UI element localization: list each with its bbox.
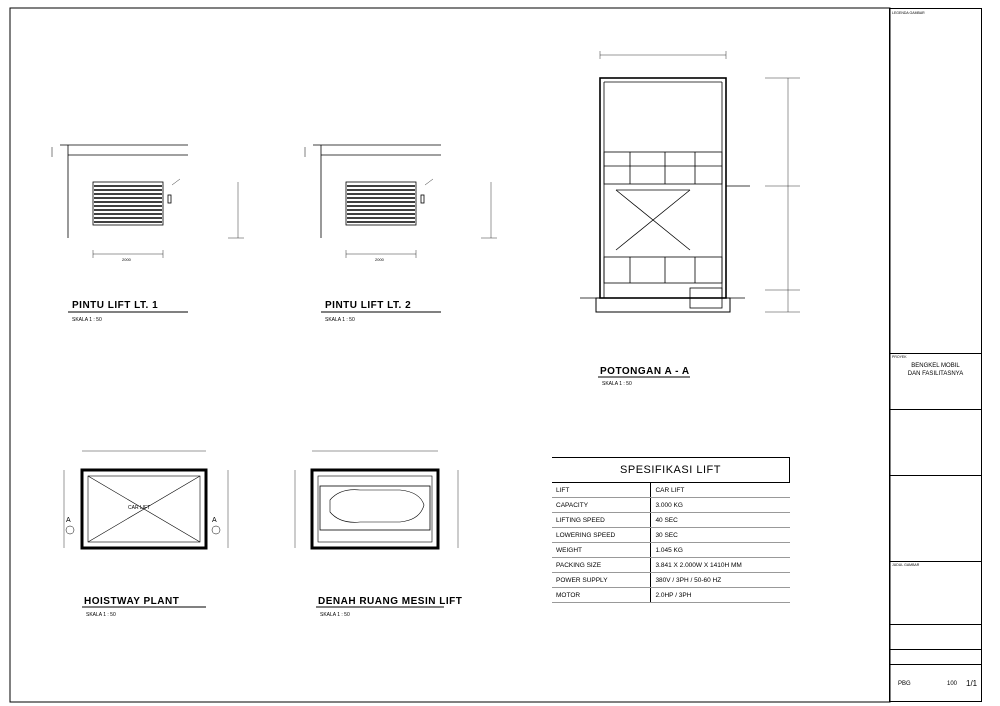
spec-label: MOTOR — [552, 587, 651, 603]
door1-scale: SKALA 1 : 50 — [72, 317, 102, 323]
hoistway-center-label: CAR LIFT — [128, 505, 151, 511]
spec-value: 380V / 3PH / 50-60 HZ — [650, 572, 790, 588]
door2-scale: SKALA 1 : 50 — [325, 317, 355, 323]
door2-title: PINTU LIFT LT. 2 — [325, 300, 412, 311]
spec-value: 1.045 KG — [650, 542, 790, 558]
section-drawing — [580, 51, 800, 313]
project-label: PROYEK — [892, 355, 907, 359]
project-name-2: DAN FASILITASNYA — [907, 371, 964, 377]
spec-value: 3.000 KG — [650, 497, 790, 513]
spec-label: WEIGHT — [552, 542, 651, 558]
project-name-1: BENGKEL MOBIL — [911, 363, 960, 369]
hoistway-scale: SKALA 1 : 50 — [86, 612, 116, 618]
dim-door2-width: 2000 — [375, 257, 384, 262]
spec-value: 2.0HP / 3PH — [650, 587, 790, 603]
legend-label: LEGENDA GAMBAR — [892, 11, 925, 15]
section-marker-left: A — [66, 517, 71, 524]
sheet-number: 100 — [947, 681, 958, 687]
hoistway-plan — [63, 450, 229, 550]
spec-value: CAR LIFT — [650, 482, 790, 498]
door-elevation-2 — [304, 144, 497, 258]
section-marker-right: A — [212, 517, 217, 524]
spec-value: 40 SEC — [650, 512, 790, 528]
sheet-label: JUDUL GAMBAR — [892, 563, 920, 567]
hoistway-title: HOISTWAY PLANT — [84, 596, 180, 607]
door1-title: PINTU LIFT LT. 1 — [72, 300, 159, 311]
section-scale: SKALA 1 : 50 — [602, 381, 632, 387]
machine-scale: SKALA 1 : 50 — [320, 612, 350, 618]
code-label: PBG — [898, 681, 911, 687]
machine-room-plan — [294, 450, 459, 550]
title-block: LEGENDA GAMBAR PROYEK BENGKEL MOBIL DAN … — [889, 8, 982, 702]
spec-value: 3.841 X 2.000W X 1410H MM — [650, 557, 790, 573]
spec-label: PACKING SIZE — [552, 557, 651, 573]
door-elevation-1 — [51, 144, 244, 258]
spec-label: LIFTING SPEED — [552, 512, 651, 528]
page-count: 1/1 — [966, 679, 978, 688]
spec-label: CAPACITY — [552, 497, 651, 513]
machine-title: DENAH RUANG MESIN LIFT — [318, 596, 463, 607]
spec-value: 30 SEC — [650, 527, 790, 543]
spec-label: POWER SUPPLY — [552, 572, 651, 588]
spec-heading: SPESIFIKASI LIFT — [552, 457, 790, 483]
spec-label: LOWERING SPEED — [552, 527, 651, 543]
dim-door1-width: 2000 — [122, 257, 131, 262]
spec-label: LIFT — [552, 482, 651, 498]
section-title: POTONGAN A - A — [600, 366, 690, 377]
